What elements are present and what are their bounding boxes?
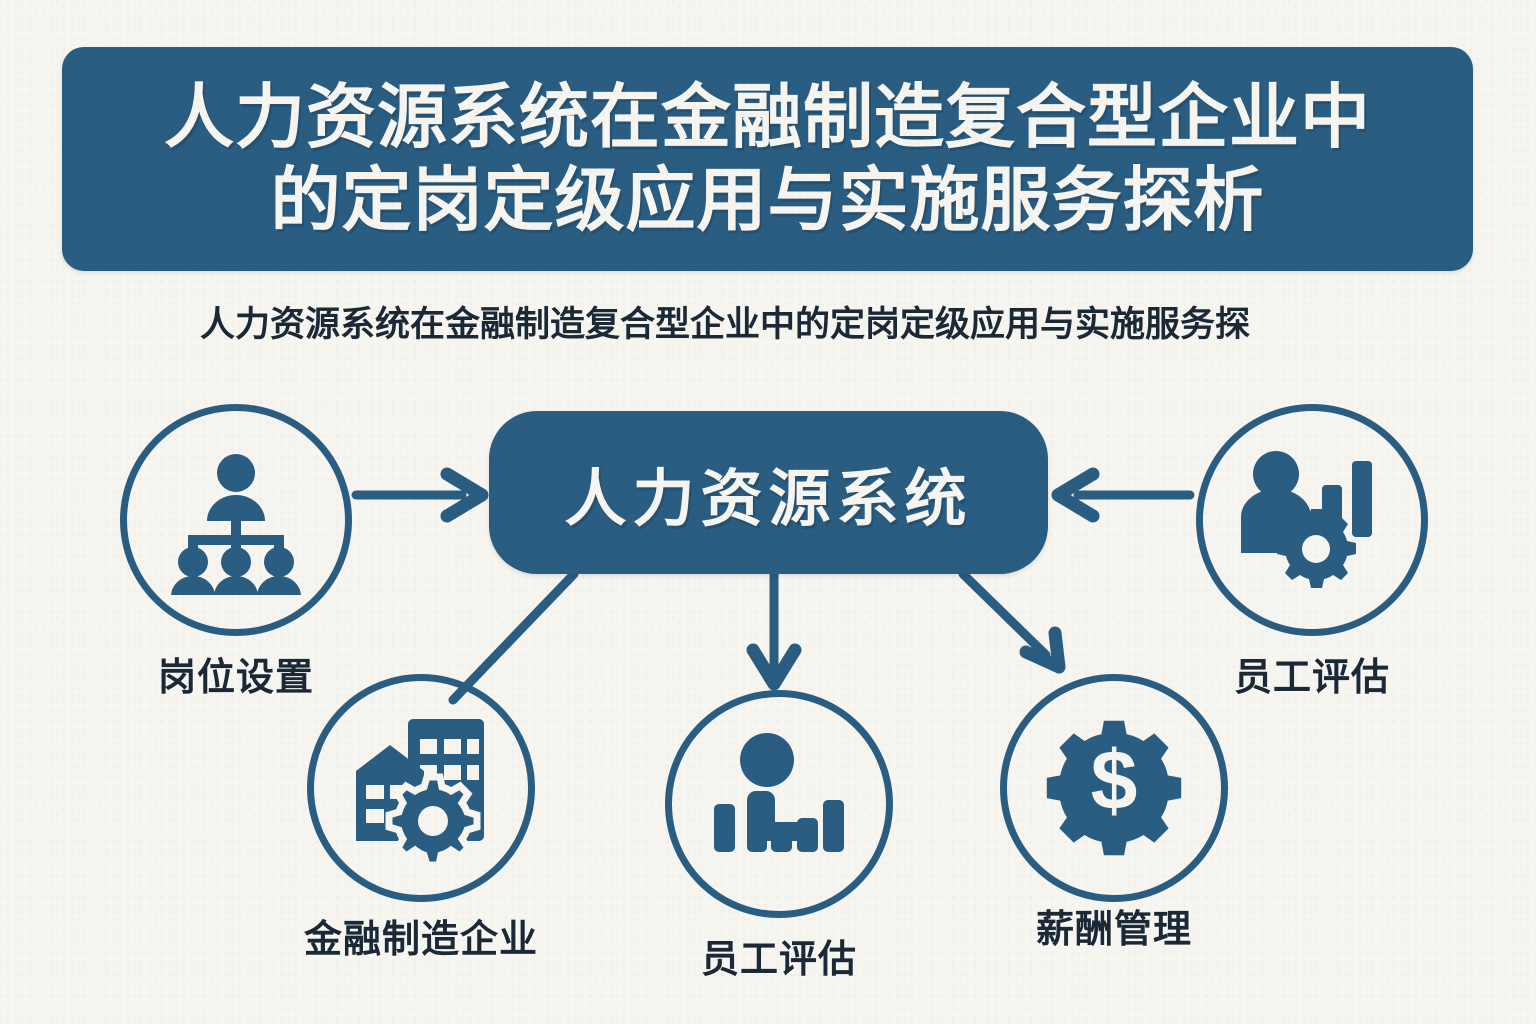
node-posts-circle xyxy=(120,404,352,636)
gear-dollar-icon: $ xyxy=(1046,720,1182,856)
node-posts-label: 岗位设置 xyxy=(157,657,314,699)
title-banner: 人力资源系统在金融制造复合型企业中 的定岗定级应用与实施服务探析 xyxy=(62,47,1473,271)
node-staff-eval-right[interactable]: 员工评估 xyxy=(1196,404,1428,701)
title-line-1: 人力资源系统在金融制造复合型企业中 xyxy=(164,78,1371,157)
node-enterprise-label: 金融制造企业 xyxy=(304,919,539,961)
node-posts[interactable]: 岗位设置 xyxy=(120,404,352,701)
title-line-2: 的定岗定级应用与实施服务探析 xyxy=(270,161,1265,239)
buildings-gear-icon xyxy=(356,719,484,863)
svg-text:$: $ xyxy=(1091,733,1138,827)
subtitle: 人力资源系统在金融制造复合型企业中的定岗定级应用与实施服务探 xyxy=(199,305,1250,344)
node-salary-label: 薪酬管理 xyxy=(1035,909,1192,951)
node-salary[interactable]: $ 薪酬管理 xyxy=(1000,674,1228,953)
person-chart-gear-icon xyxy=(1241,451,1372,588)
connector-posts-to-center xyxy=(351,467,489,523)
center-node[interactable]: 人力资源系统 xyxy=(489,411,1048,574)
person-bar-chart-icon xyxy=(714,733,844,852)
connector-center-to-salary xyxy=(958,569,1066,674)
org-chart-icon xyxy=(171,454,301,595)
connector-center-to-enterprise xyxy=(448,569,579,705)
connector-center-to-staffeval-bottom xyxy=(746,569,802,691)
center-node-label: 人力资源系统 xyxy=(564,464,973,534)
node-staff-eval-bottom-label: 员工评估 xyxy=(700,939,857,981)
node-enterprise-circle xyxy=(307,674,535,902)
node-salary-circle: $ xyxy=(1000,674,1228,902)
node-staff-eval-bottom[interactable]: 员工评估 xyxy=(665,690,893,983)
node-staff-eval-right-label: 员工评估 xyxy=(1233,657,1390,699)
node-staff-eval-right-circle xyxy=(1196,404,1428,636)
node-enterprise[interactable]: 金融制造企业 xyxy=(304,674,538,963)
connector-staffeval-to-center xyxy=(1051,467,1195,523)
node-staff-eval-bottom-circle xyxy=(665,690,893,918)
